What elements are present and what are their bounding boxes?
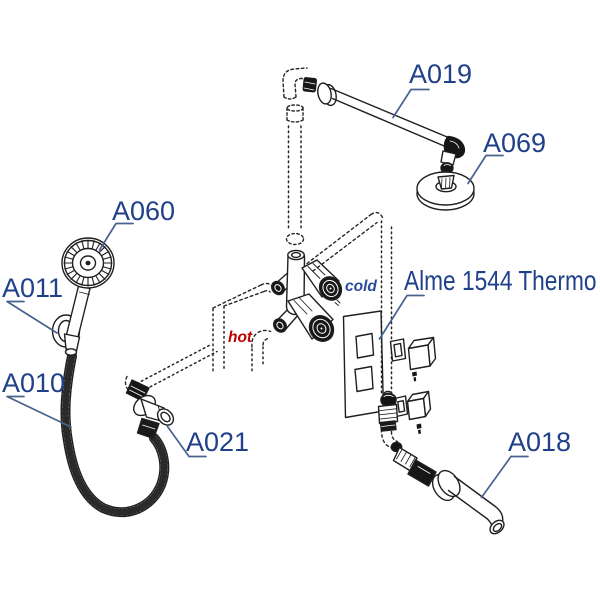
leader-a069 bbox=[467, 154, 504, 185]
leader-a060 bbox=[98, 222, 134, 251]
label-a019: A019 bbox=[409, 59, 473, 89]
leader-a018 bbox=[480, 455, 529, 499]
label-a010: A010 bbox=[2, 368, 66, 398]
label-a011: A011 bbox=[2, 273, 64, 303]
spout-supply-fittings bbox=[377, 390, 437, 487]
label-a060: A060 bbox=[112, 196, 176, 226]
hand-shower bbox=[51, 237, 115, 356]
leader-thermo bbox=[378, 294, 425, 340]
escutcheon-plate bbox=[342, 310, 385, 419]
hose-wall-elbow bbox=[125, 379, 175, 440]
overhead-shower bbox=[416, 150, 475, 211]
leader-lines bbox=[6, 88, 529, 499]
leader-a019 bbox=[392, 88, 430, 119]
concealed-pipe-shower-riser bbox=[282, 67, 308, 246]
leader-a010 bbox=[6, 395, 72, 428]
label-hot: hot bbox=[228, 329, 253, 346]
shower-hose bbox=[60, 351, 170, 518]
label-a021: A021 bbox=[186, 427, 250, 457]
thermostat-valve-body bbox=[271, 249, 343, 342]
leader-a011 bbox=[6, 300, 58, 334]
label-a069: A069 bbox=[483, 128, 547, 158]
bath-spout bbox=[431, 469, 505, 535]
label-a018: A018 bbox=[508, 427, 572, 457]
label-thermo: Alme 1544 Thermo bbox=[404, 265, 597, 296]
leader-a021 bbox=[166, 425, 207, 458]
valve-handles bbox=[389, 336, 437, 434]
label-cold: cold bbox=[345, 278, 377, 295]
